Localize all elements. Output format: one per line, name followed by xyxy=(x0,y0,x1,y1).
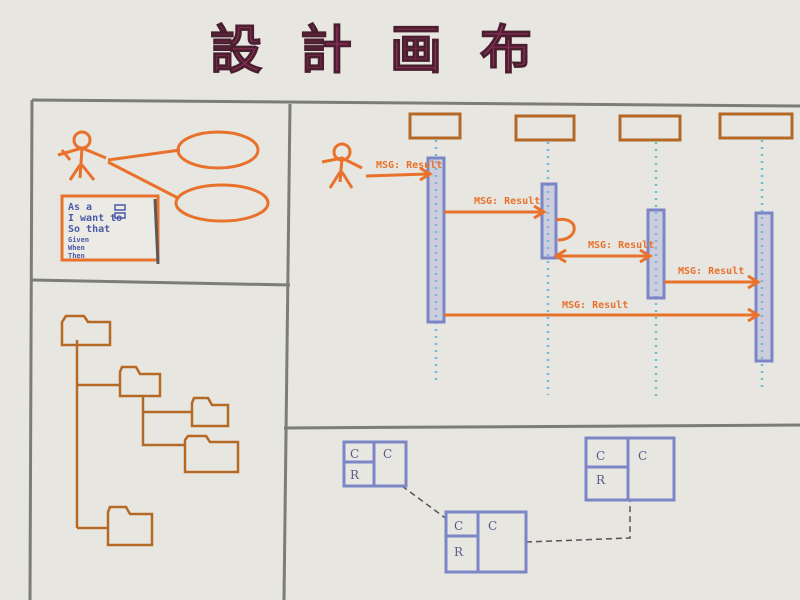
class-cell: R xyxy=(596,473,606,487)
message-label: MSG: Result xyxy=(474,196,540,207)
message-arrow xyxy=(365,172,429,178)
self-message-arrow xyxy=(555,217,576,242)
activation-bar xyxy=(646,208,666,300)
arrow-head-icon xyxy=(747,307,761,323)
folder-icon xyxy=(183,434,240,474)
grid-frame xyxy=(28,98,800,600)
class-cell: C xyxy=(350,447,359,461)
canvas-title: 設計画布 xyxy=(210,20,570,81)
lifeline-header xyxy=(718,112,794,140)
message-label: MSG: Result xyxy=(678,266,744,277)
actor-icon xyxy=(57,130,107,181)
class-diagram-panel: C C R C C R C C R xyxy=(342,436,676,574)
actor-icon xyxy=(321,142,363,189)
class-cell: C xyxy=(454,519,463,533)
lifeline-header xyxy=(408,112,462,140)
lifeline-header xyxy=(618,114,682,142)
class-box: C C R xyxy=(584,436,676,502)
message-label: MSG: Result xyxy=(588,240,654,251)
class-cell: C xyxy=(638,449,647,463)
class-box: C C R xyxy=(444,510,528,574)
story-line: When xyxy=(68,244,85,252)
class-cell: C xyxy=(596,449,605,463)
lifeline-header xyxy=(514,114,576,142)
folder-icon xyxy=(190,396,230,428)
class-cell: R xyxy=(454,545,464,559)
use-case-panel: As a I want to So that Given When Then xyxy=(57,130,270,265)
story-line: Given xyxy=(68,236,89,244)
use-case-ellipse xyxy=(176,130,260,170)
class-cell: C xyxy=(488,519,497,533)
activation-bar xyxy=(754,211,774,363)
arrow-head-icon xyxy=(553,248,567,264)
arrow-head-icon xyxy=(533,204,547,220)
story-line: So that xyxy=(68,224,110,235)
class-cell: R xyxy=(350,468,360,482)
message-label: MSG: Result xyxy=(562,300,628,311)
folder-tree-panel xyxy=(60,314,240,547)
use-case-ellipse xyxy=(174,183,270,223)
arrow-head-icon xyxy=(419,166,433,182)
folder-icon xyxy=(106,505,154,547)
activation-bar xyxy=(540,182,558,260)
use-case-links xyxy=(107,148,181,200)
class-box: C C R xyxy=(342,440,408,488)
class-cell: C xyxy=(383,447,392,461)
story-line: I want to xyxy=(68,213,122,224)
user-story-card: As a I want to So that Given When Then xyxy=(60,194,160,265)
activation-bar xyxy=(426,156,446,324)
folder-icon xyxy=(60,314,112,347)
story-line: Then xyxy=(68,252,85,260)
arrow-head-icon xyxy=(747,274,761,290)
story-line: As a xyxy=(68,202,92,213)
class-relations xyxy=(401,485,631,543)
sequence-diagram-panel: MSG: Result MSG: Result MSG: Result MSG:… xyxy=(321,112,794,400)
folder-icon xyxy=(118,365,162,398)
message-label: MSG: Result xyxy=(376,160,442,171)
arrow-head-icon xyxy=(639,248,653,264)
